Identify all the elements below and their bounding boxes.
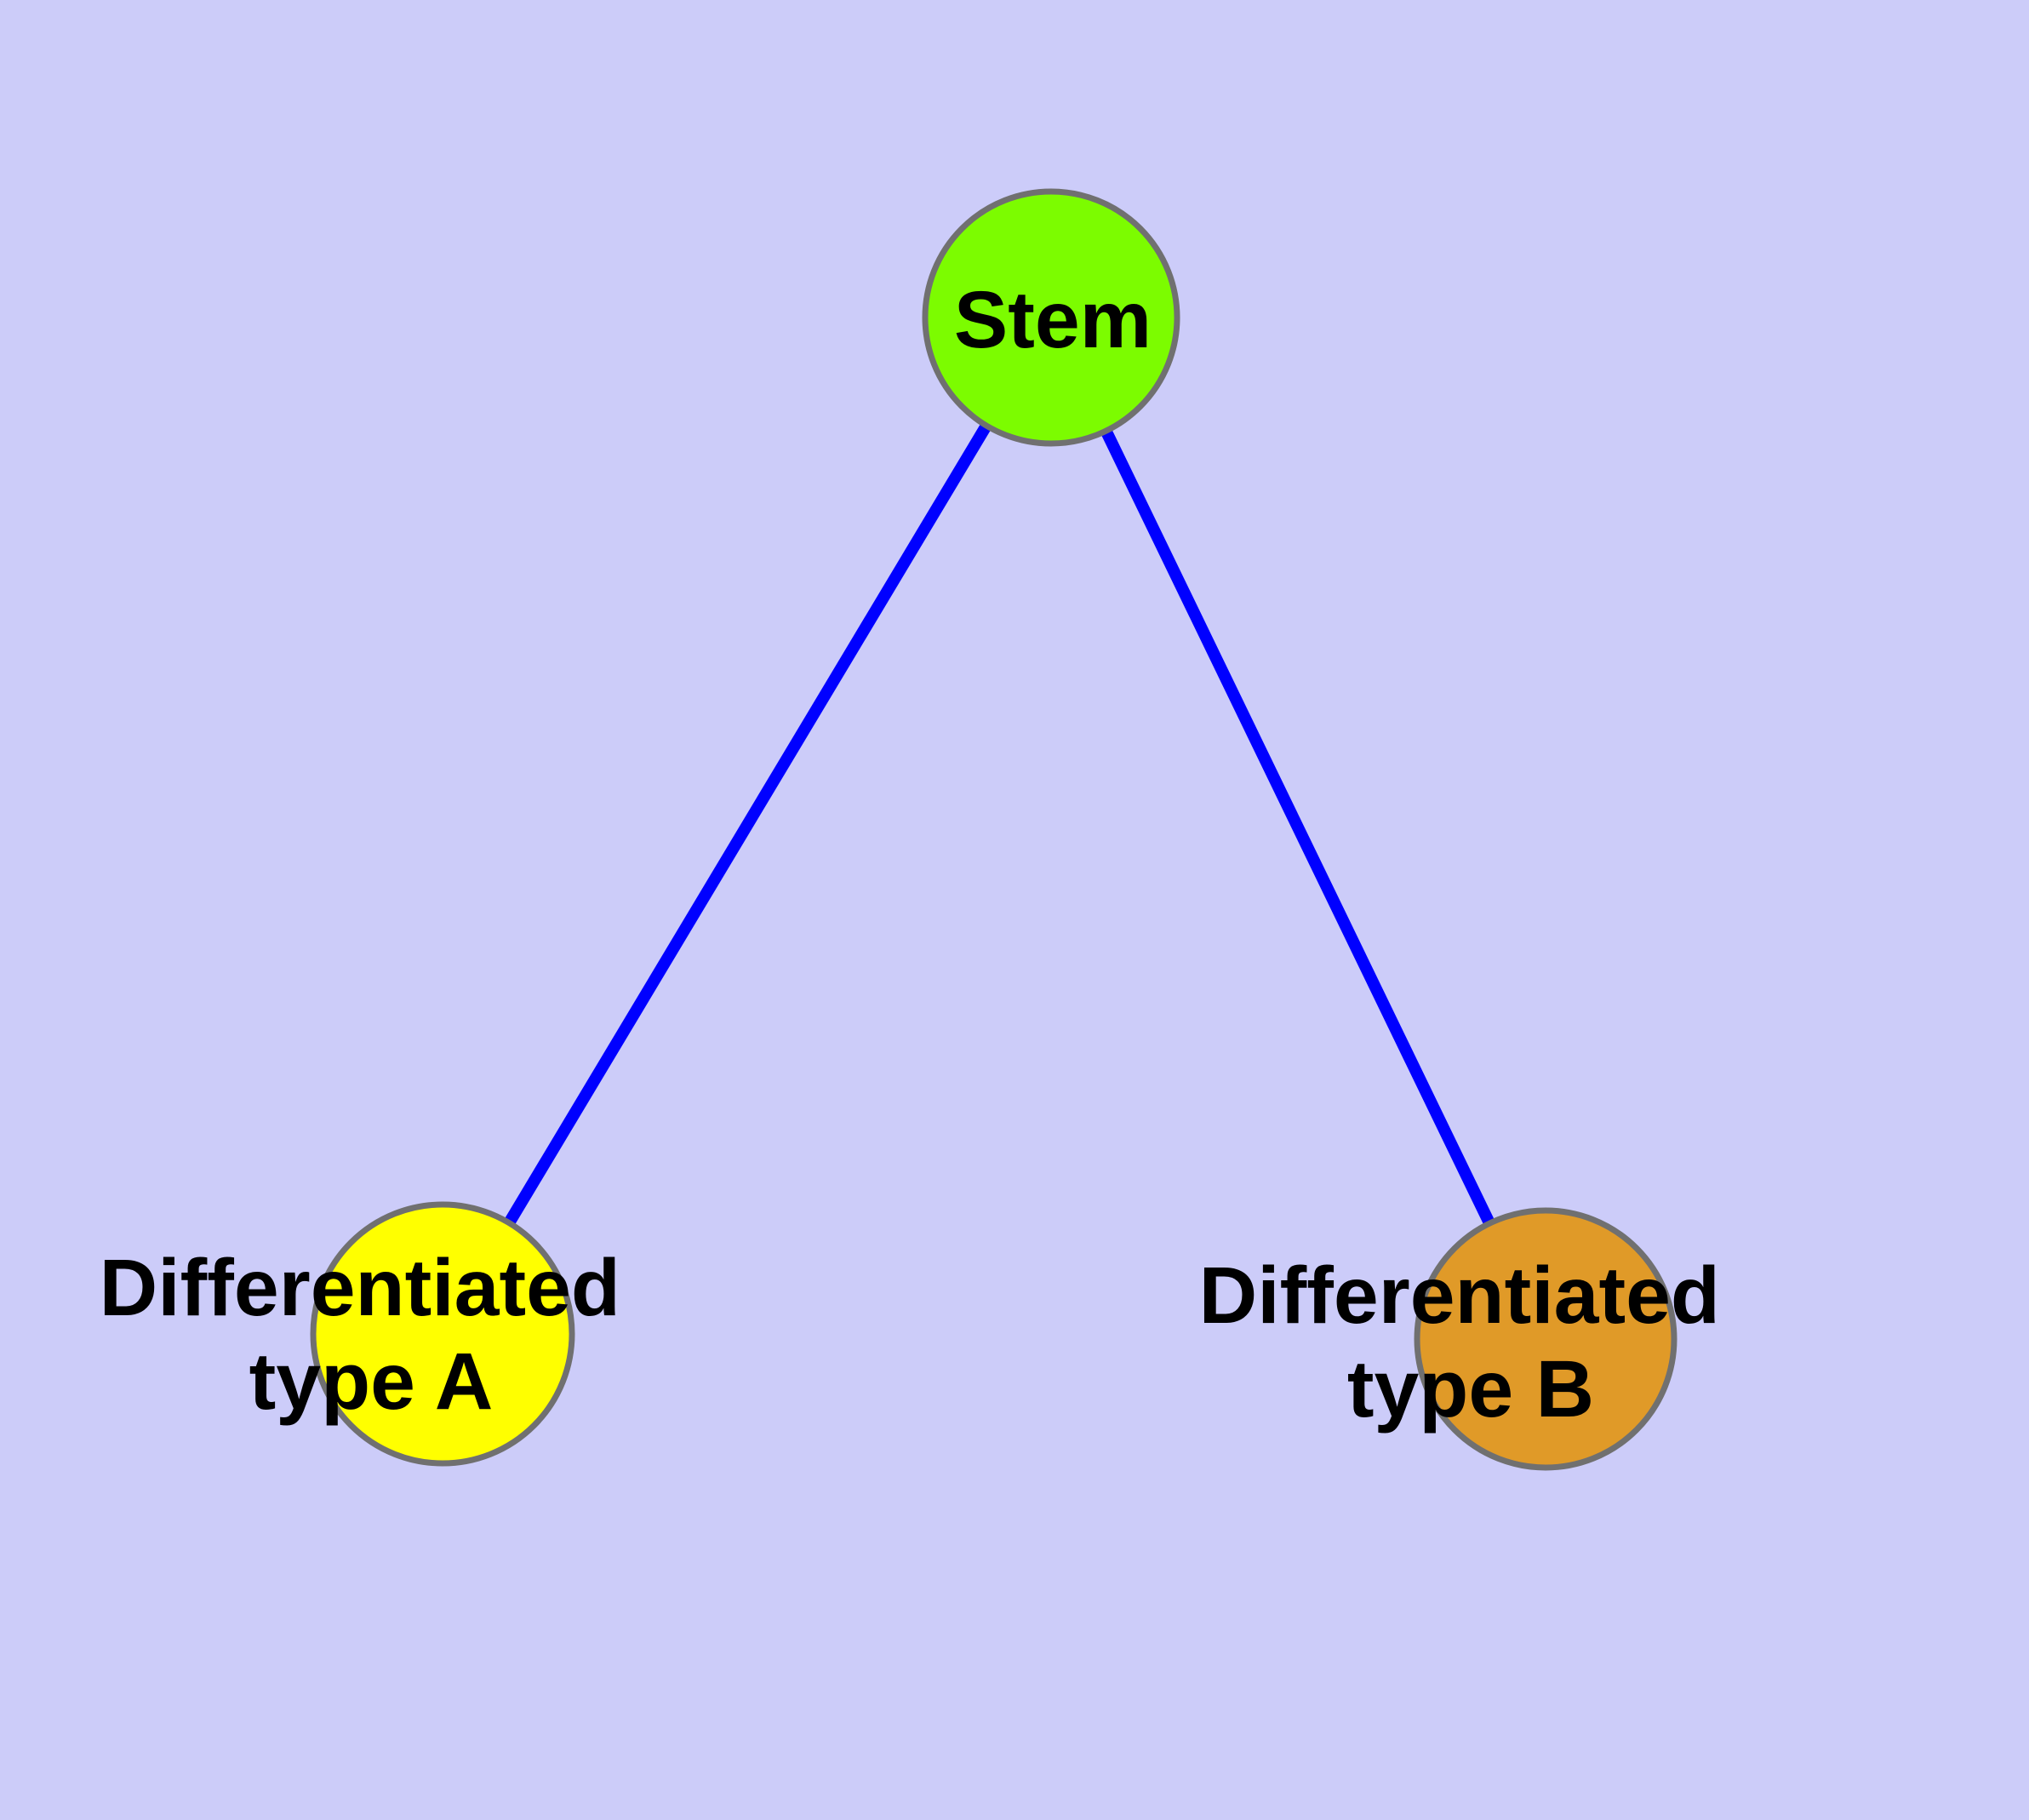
node-diff-a-label-line-2: type A bbox=[249, 1336, 494, 1427]
edge-layer bbox=[437, 314, 1552, 1342]
node-diff-b-label-line-2: type B bbox=[1347, 1344, 1594, 1434]
node-diff-b[interactable] bbox=[1414, 1207, 1677, 1471]
node-stem-label-line-1: Stem bbox=[954, 275, 1152, 365]
node-diff-a-label: Differentiated type A bbox=[100, 1243, 643, 1427]
node-stem-label: Stem bbox=[954, 275, 1152, 365]
node-diff-a-label-line-1: Differentiated bbox=[100, 1243, 620, 1333]
label-layer: Differentiated type A Differentiated typ… bbox=[100, 1243, 1743, 1434]
node-diff-a-circle[interactable] bbox=[310, 1201, 575, 1467]
node-diff-b-label-line-1: Differentiated bbox=[1199, 1251, 1720, 1341]
edge-stem-to-diff-b[interactable] bbox=[1045, 314, 1552, 1342]
node-diff-b-label: Differentiated type B bbox=[1199, 1251, 1743, 1434]
node-stem-circle[interactable] bbox=[922, 188, 1180, 447]
node-diff-b-circle[interactable] bbox=[1414, 1207, 1677, 1471]
node-diff-a[interactable] bbox=[310, 1201, 575, 1467]
node-stem[interactable]: Stem bbox=[922, 188, 1180, 447]
edge-stem-to-diff-a[interactable] bbox=[437, 314, 1057, 1337]
node-layer: Stem bbox=[310, 188, 1677, 1471]
